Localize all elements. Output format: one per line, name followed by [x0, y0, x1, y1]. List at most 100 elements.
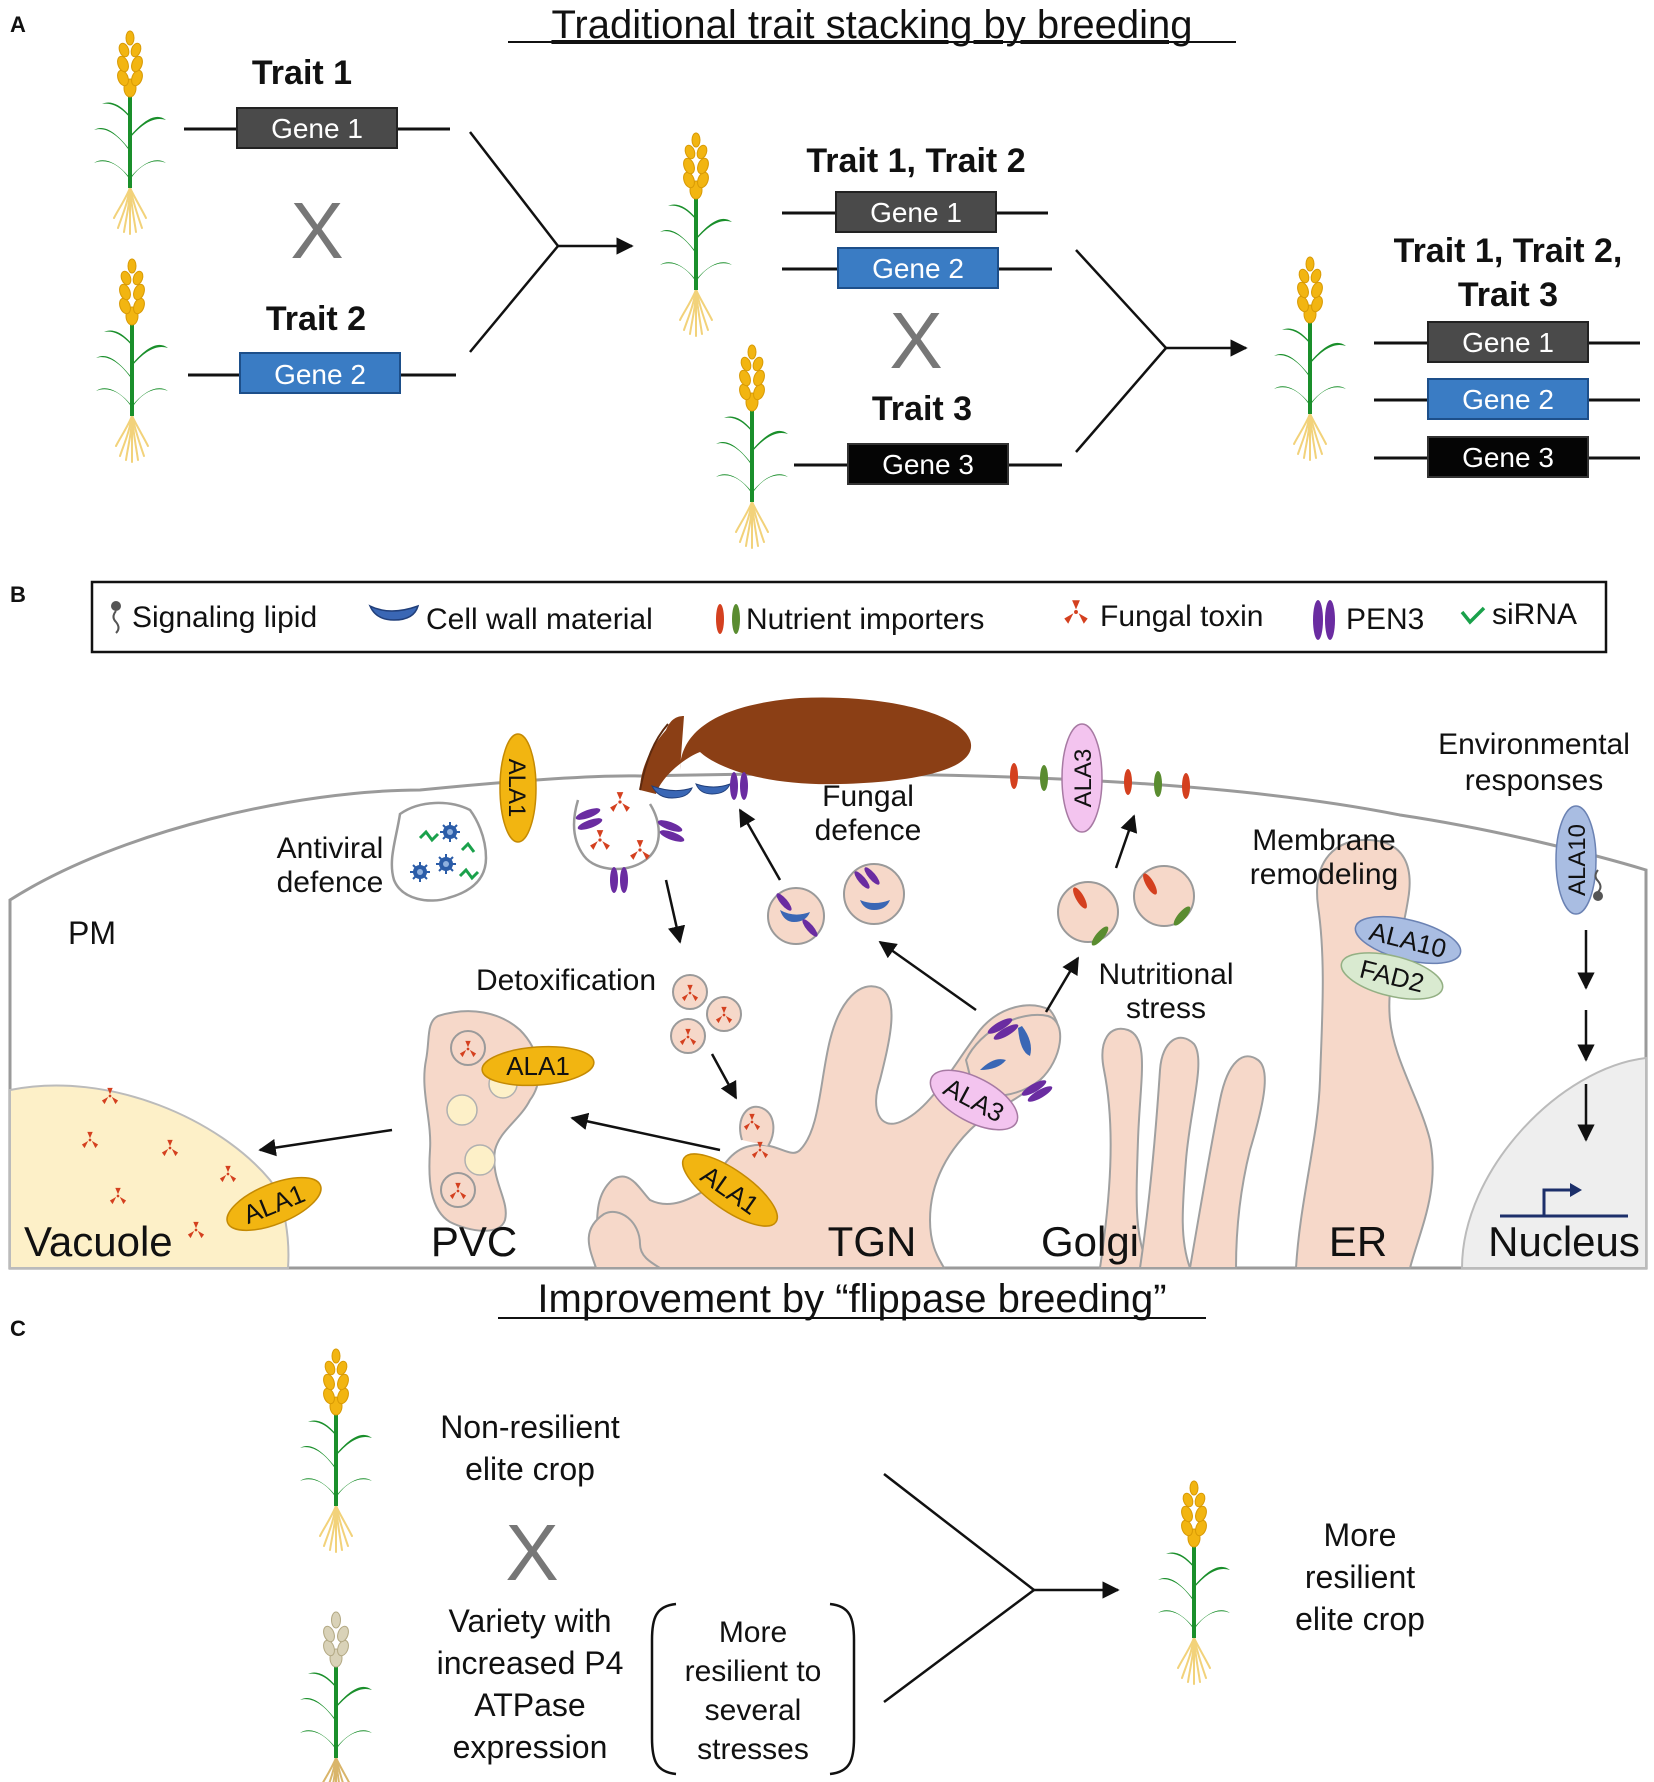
importer-vesicle [1057, 881, 1119, 946]
fungal-defence-label: Fungal [822, 780, 914, 813]
trait-12-label: Trait 1, Trait 2 [806, 142, 1025, 180]
trait-123-label: Trait 3 [1458, 276, 1558, 314]
panel-c-letter: C [10, 1316, 26, 1341]
gene-2-label: Gene 2 [1462, 384, 1554, 415]
gene-1-box [835, 191, 997, 233]
environmental-responses-label: Environmental [1438, 728, 1630, 761]
er-label: ER [1329, 1218, 1387, 1265]
panel-a: A Traditional trait stacking by breeding… [10, 3, 1640, 550]
result-label: elite crop [1295, 1601, 1425, 1637]
ala3-label: ALA3 [1070, 749, 1097, 808]
variety-label: increased P4 [437, 1645, 624, 1681]
legend-cell-wall: Cell wall material [426, 603, 653, 636]
trait-3-label: Trait 3 [872, 390, 972, 428]
panel-b: B Signaling lipid Cell wall material Nut… [8, 580, 1648, 1270]
defence-invagination [572, 799, 660, 871]
bracket-text: several [705, 1694, 802, 1727]
plant-icon [658, 131, 734, 338]
gene-1-label: Gene 1 [1462, 327, 1554, 358]
gene-3-box [847, 443, 1009, 485]
virus-icon [435, 853, 457, 875]
panel-b-letter: B [10, 582, 26, 607]
virus-icon [439, 821, 461, 843]
gene-1-box [236, 107, 398, 149]
gene-3-label: Gene 3 [882, 449, 974, 480]
gene-2-label: Gene 2 [872, 253, 964, 284]
bracket-text: stresses [697, 1733, 809, 1766]
cross-symbol: X [290, 186, 343, 275]
importer-vesicle [1133, 865, 1195, 927]
gene-1-label: Gene 1 [271, 113, 363, 144]
trait-123-label: Trait 1, Trait 2, [1394, 232, 1623, 270]
plant-icon [298, 1347, 374, 1554]
golgi-label: Golgi [1041, 1218, 1139, 1265]
tgn-label: TGN [828, 1218, 917, 1265]
pvc-label: PVC [431, 1218, 517, 1265]
cell-wall-vesicle [767, 887, 825, 945]
ala10-label: ALA10 [1564, 824, 1591, 896]
bracket-left [650, 1602, 677, 1776]
er-organelle [1294, 838, 1434, 1269]
nutrient-importer [1154, 771, 1162, 797]
variety-label: ATPase [474, 1687, 585, 1723]
promoter-arrow-icon [1542, 1188, 1572, 1216]
variety-label: expression [453, 1729, 608, 1765]
nutrient-importer [1010, 763, 1018, 789]
panel-c: C Improvement by “flippase breeding” Non… [10, 1277, 1425, 1782]
fad2-protein [1340, 952, 1444, 1000]
ala3-protein [1061, 723, 1103, 833]
nutritional-stress-label: Nutritional [1098, 958, 1233, 991]
ala1-label: ALA1 [506, 1051, 570, 1081]
membrane-remodeling-label: remodeling [1250, 858, 1398, 891]
golgi-organelle [1098, 1027, 1266, 1269]
cross-symbol: X [889, 296, 942, 385]
pen3-icon [1313, 600, 1323, 640]
result-label: More [1324, 1517, 1397, 1553]
nonresilient-label: Non-resilient [440, 1409, 620, 1445]
plant-icon [714, 343, 790, 550]
ala10-protein [1555, 805, 1597, 915]
legend-pen3: PEN3 [1346, 603, 1424, 636]
bracket-text: resilient to [685, 1655, 822, 1688]
legend-signaling-lipid: Signaling lipid [132, 601, 317, 634]
antiviral-label: defence [277, 866, 384, 899]
membrane-remodeling-label: Membrane [1252, 824, 1395, 857]
legend-fungal-toxin: Fungal toxin [1100, 600, 1263, 633]
antiviral-label: Antiviral [277, 832, 384, 865]
ala1-protein [499, 733, 537, 843]
virus-icon [409, 861, 431, 883]
legend-sirna: siRNA [1492, 598, 1577, 631]
bracket-right [829, 1602, 856, 1776]
vacuole [9, 1084, 290, 1269]
detoxification-label: Detoxification [476, 964, 656, 997]
nutrient-importer [1124, 769, 1132, 795]
gene-3-box [1427, 436, 1589, 478]
gene-2-box [1427, 378, 1589, 420]
environmental-responses-label: responses [1465, 764, 1603, 797]
signaling-lipid-icon [111, 601, 121, 634]
variety-label: Variety with [448, 1603, 611, 1639]
fungal-haustorium [640, 697, 972, 794]
trait-2-label: Trait 2 [266, 300, 366, 338]
ala3-protein [929, 1069, 1019, 1131]
antiviral-vesicle [390, 801, 488, 902]
ala1-protein [481, 1045, 595, 1087]
cross-symbol: X [505, 1508, 558, 1597]
cell-wall-vesicle [843, 863, 905, 925]
gene-1-label: Gene 1 [870, 197, 962, 228]
plant-icon [92, 29, 168, 236]
fungal-defence-label: defence [815, 814, 922, 847]
panel-a-title: Traditional trait stacking by breeding [551, 3, 1192, 47]
legend-box [90, 580, 1608, 654]
plant-pale-icon [298, 1610, 374, 1782]
ala1-label: ALA1 [503, 759, 530, 818]
panel-a-letter: A [10, 12, 26, 37]
pen3-icon [1325, 600, 1335, 640]
legend-nutrient-importers: Nutrient importers [746, 603, 984, 636]
bracket-text: More [719, 1616, 787, 1649]
nucleus-label: Nucleus [1488, 1218, 1640, 1265]
gene-2-box [239, 352, 401, 394]
nonresilient-label: elite crop [465, 1451, 595, 1487]
plant-icon [1156, 1479, 1232, 1686]
